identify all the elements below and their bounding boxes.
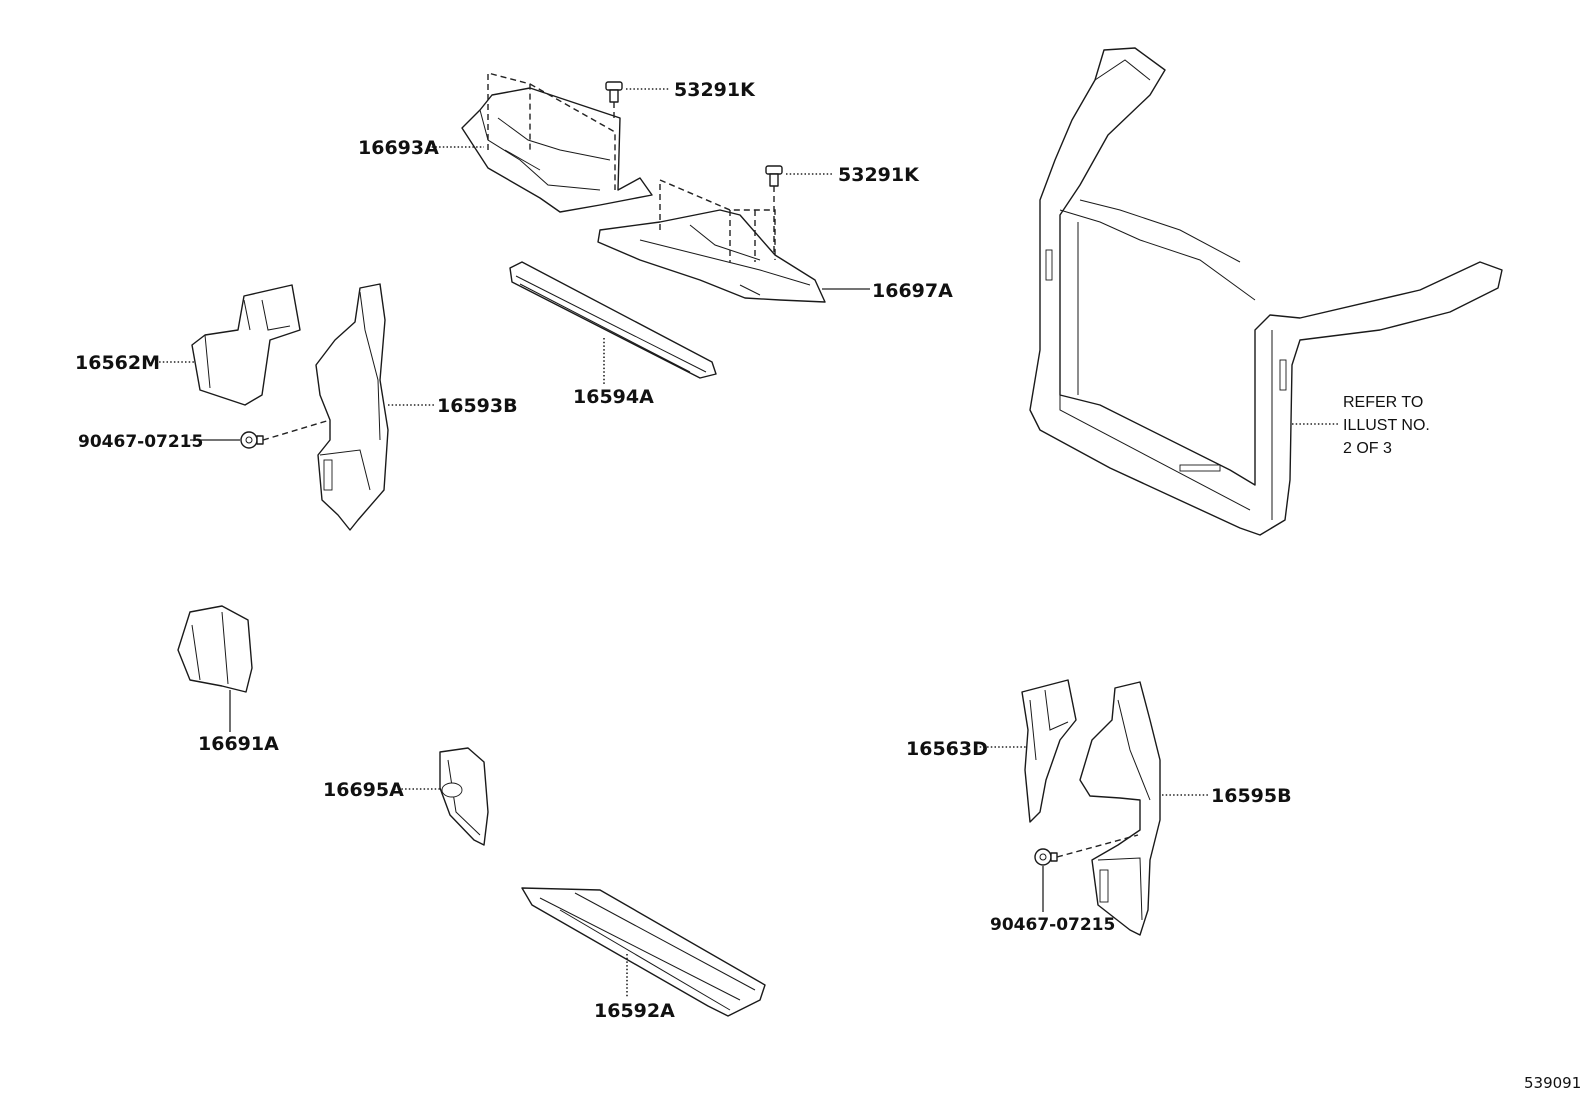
radiator-support-illustration [1029, 47, 1503, 536]
refer-note-line2: ILLUST NO. [1343, 417, 1430, 434]
part-16697A-illustration [597, 209, 826, 303]
callout-16693A: 16693A [358, 137, 439, 159]
callout-16691A: 16691A [198, 733, 279, 755]
callout-16592A: 16592A [594, 1000, 675, 1022]
dashed-outline-16693A-right [529, 83, 616, 190]
refer-note-line3: 2 OF 3 [1343, 440, 1392, 457]
clip-90467-right-icon [1034, 848, 1058, 866]
figure-number: 539091 [1524, 1074, 1581, 1092]
callout-53291K-top: 53291K [674, 79, 756, 101]
callout-53291K-mid: 53291K [838, 164, 920, 186]
callout-16563D: 16563D [906, 738, 988, 760]
dashed-outline-16697A [659, 178, 776, 260]
callout-16695A: 16695A [323, 779, 404, 801]
callout-16697A: 16697A [872, 280, 953, 302]
part-16594A-illustration [509, 261, 717, 379]
part-16593B-illustration [315, 283, 389, 531]
refer-note-line1: REFER TO [1343, 394, 1423, 411]
part-16691A-illustration [177, 605, 253, 693]
clip-53291K-mid-icon [765, 165, 783, 187]
clip-90467-left-icon [240, 431, 264, 449]
callout-16594A: 16594A [573, 386, 654, 408]
dashed-outline-16693A [487, 72, 531, 150]
dashed-line-90467-left [262, 419, 331, 441]
part-16693A-illustration [461, 87, 653, 213]
part-16592A-illustration [521, 887, 766, 1017]
callout-90467-right: 90467-07215 [990, 915, 1115, 935]
part-16562M-illustration [191, 284, 301, 406]
part-16563D-illustration [1021, 679, 1077, 823]
part-16695A-illustration [439, 747, 489, 846]
callout-16595B: 16595B [1211, 785, 1292, 807]
clip-53291K-top-icon [605, 81, 623, 103]
callout-16562M: 16562M [75, 352, 160, 374]
part-16595B-illustration [1079, 681, 1161, 936]
dashed-line-90467-right [1056, 834, 1139, 858]
callout-90467-left: 90467-07215 [78, 432, 203, 452]
callout-16593B: 16593B [437, 395, 518, 417]
